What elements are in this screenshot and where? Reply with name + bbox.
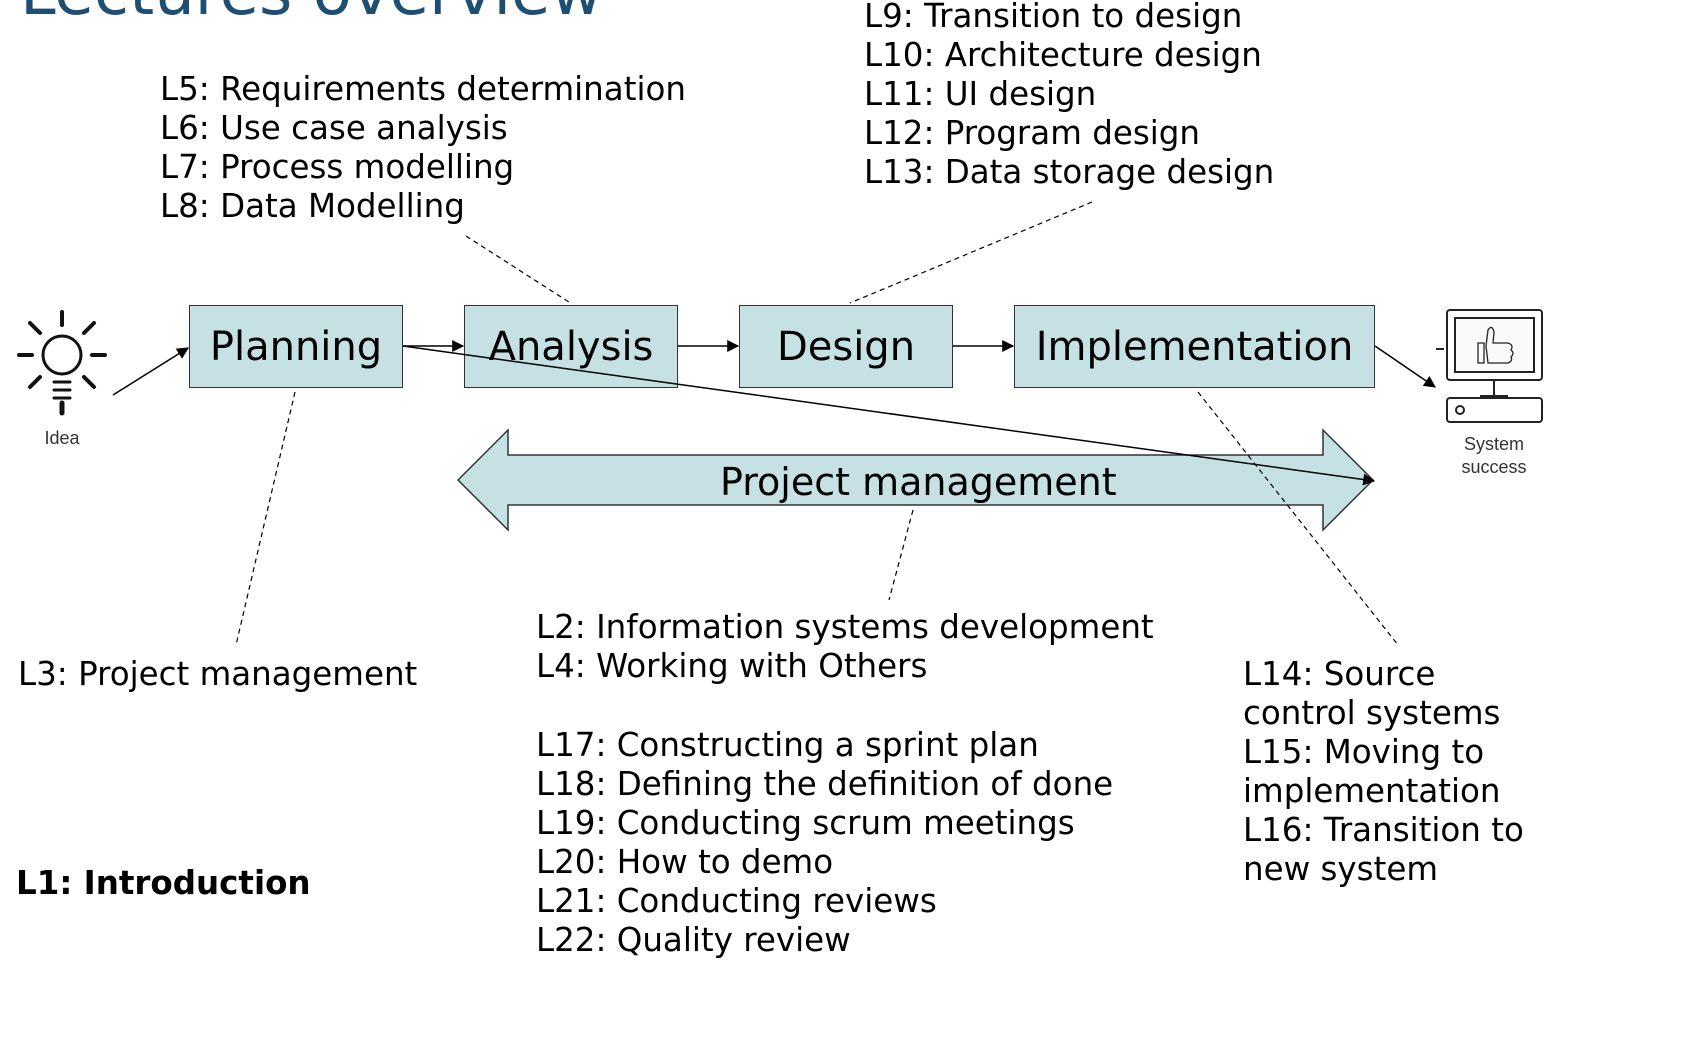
callout-implementation — [1197, 391, 1399, 646]
lecture-item: L16: Transition to — [1243, 811, 1524, 849]
analysis-lectures: L5: Requirements determination L6: Use c… — [160, 70, 686, 226]
design-lectures: L9: Transition to design L10: Architectu… — [864, 0, 1274, 192]
lecture-item: L13: Data storage design — [864, 153, 1275, 191]
lecture-item: L2: Information systems development — [536, 608, 1154, 646]
lecture-item: L7: Process modelling — [160, 148, 515, 186]
planning-lectures: L3: Project management — [18, 655, 417, 694]
planning-box: Planning — [189, 305, 403, 388]
lecture-item: L6: Use case analysis — [160, 109, 508, 147]
lecture-item: new system — [1243, 850, 1438, 888]
lecture-item: L5: Requirements determination — [160, 70, 686, 108]
callout-planning — [235, 391, 296, 646]
lecture-item: L21: Conducting reviews — [536, 882, 937, 920]
lecture-item: implementation — [1243, 772, 1501, 810]
lecture-item: L15: Moving to — [1243, 733, 1485, 771]
callout-design — [849, 201, 1093, 304]
lecture-item: L8: Data Modelling — [160, 187, 465, 225]
lecture-item: L10: Architecture design — [864, 36, 1262, 74]
lecture-item: L14: Source — [1243, 655, 1436, 693]
callout-project-management — [888, 509, 914, 601]
system-success-line: success — [1461, 457, 1527, 477]
system-success-label: System success — [1444, 433, 1544, 479]
lecture-item: L11: UI design — [864, 75, 1097, 113]
arrow-idea-to-planning — [112, 347, 190, 396]
lecture-item: L3: Project management — [18, 655, 418, 693]
system-success-line: System — [1463, 434, 1524, 454]
planning-label: Planning — [209, 323, 383, 370]
lecture-item: L9: Transition to design — [864, 0, 1243, 35]
idea-label: Idea — [44, 428, 80, 448]
arrow-planning-to-pm — [402, 345, 1376, 486]
lecture-item: L17: Constructing a sprint plan — [536, 726, 1039, 764]
analysis-box: Analysis — [464, 305, 678, 388]
implementation-label: Implementation — [1035, 323, 1354, 370]
lecture-item: L12: Program design — [864, 114, 1201, 152]
design-label: Design — [776, 323, 916, 370]
computer-thumbs-up-icon — [1436, 309, 1543, 423]
design-box: Design — [739, 305, 953, 388]
lecture-item: L19: Conducting scrum meetings — [536, 804, 1075, 842]
project-management-label: Project management — [720, 460, 1117, 504]
pm-lectures-b: L17: Constructing a sprint plan L18: Def… — [536, 726, 1113, 960]
lightbulb-icon — [17, 310, 107, 416]
callout-analysis — [465, 235, 573, 305]
arrow-implementation-to-success — [1374, 345, 1436, 388]
lecture-item: L18: Defining the definition of done — [536, 765, 1114, 803]
lecture-item: L20: How to demo — [536, 843, 834, 881]
intro-lecture: L1: Introduction — [16, 864, 311, 902]
lecture-item: control systems — [1243, 694, 1501, 732]
lecture-item: L4: Working with Others — [536, 647, 928, 685]
lecture-item: L22: Quality review — [536, 921, 851, 959]
implementation-box: Implementation — [1014, 305, 1375, 388]
implementation-lectures: L14: Source control systems L15: Moving … — [1243, 655, 1524, 889]
page-title: Lectures overview — [20, 0, 603, 30]
pm-lectures-a: L2: Information systems development L4: … — [536, 608, 1154, 686]
